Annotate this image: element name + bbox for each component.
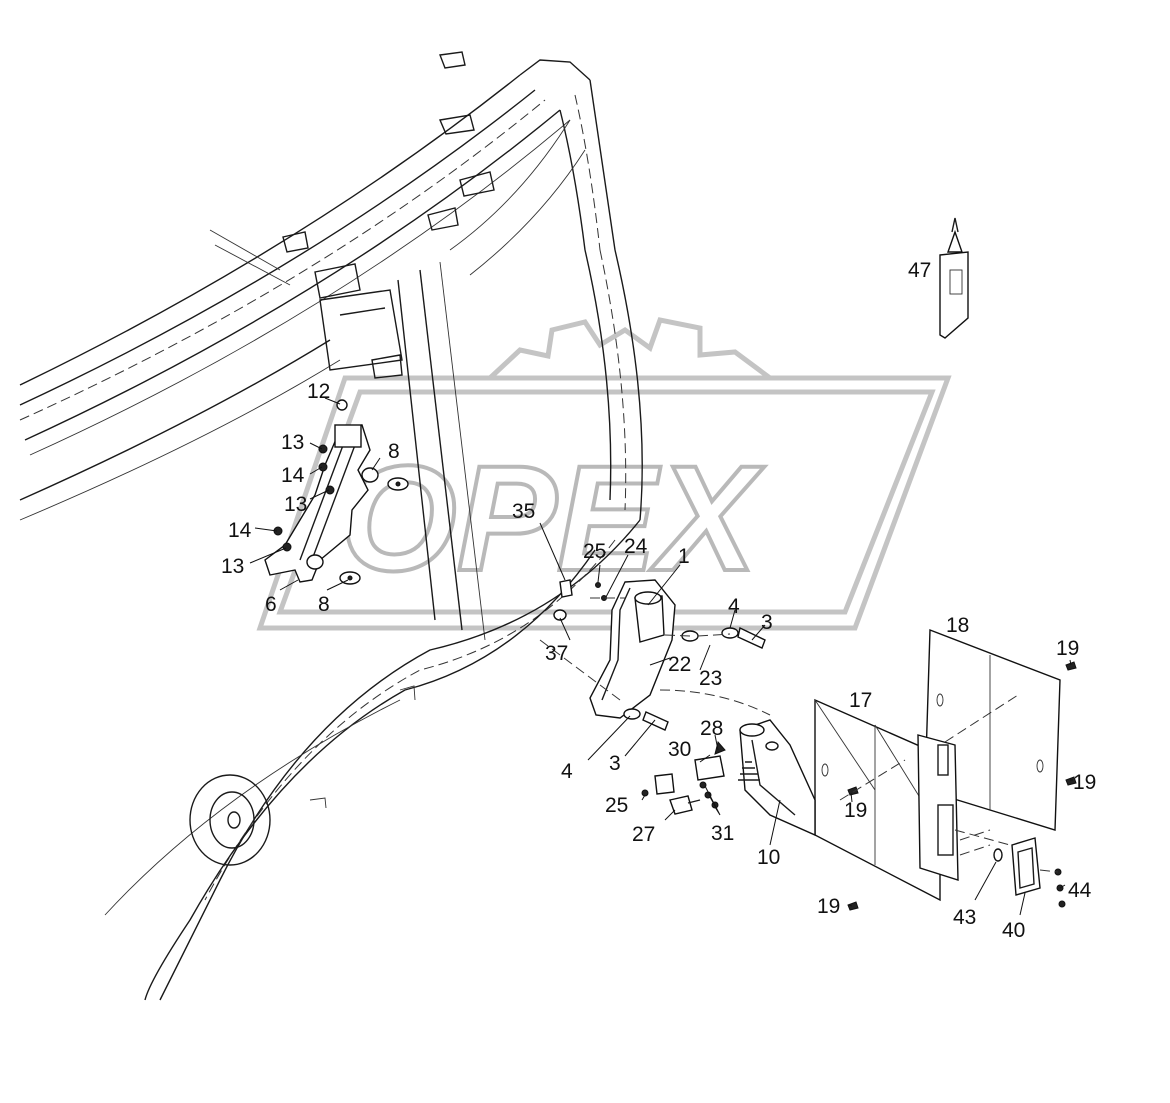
center-mount-assembly [539,579,771,731]
callout-17: 17 [849,689,872,712]
callout-18: 18 [946,614,969,637]
watermark-text: OPEX [340,434,765,602]
callout-37: 37 [545,642,568,665]
sealant-tube-47 [939,217,969,339]
right-hand-assembly [641,628,1077,911]
callout-24: 24 [624,535,648,558]
callout-47: 47 [908,259,931,282]
callout-19: 19 [817,895,840,918]
callout-22: 22 [668,653,691,676]
callout-19: 19 [1073,771,1096,794]
callout-14: 14 [228,519,252,542]
callout-10: 10 [757,846,780,869]
callout-19: 19 [844,799,867,822]
callout-13: 13 [221,555,244,578]
callout-4: 4 [728,595,740,618]
callout-28: 28 [700,717,723,740]
callout-14: 14 [281,464,305,487]
callout-23: 23 [699,667,722,690]
callout-40: 40 [1002,919,1025,942]
callout-30: 30 [668,738,691,761]
callout-43: 43 [953,906,976,929]
callout-1: 1 [678,545,690,568]
callout-8: 8 [388,440,400,463]
cab-frame [19,51,643,1001]
callout-25: 25 [605,794,628,817]
callout-27: 27 [632,823,655,846]
opex-watermark-logo: OPEX [256,317,952,631]
callout-4: 4 [561,760,573,783]
leader-lines [249,397,1073,916]
callout-12: 12 [307,380,330,403]
callout-6: 6 [265,593,277,616]
callout-13: 13 [281,431,304,454]
callout-8: 8 [318,593,330,616]
callout-labels: 47 12 13 14 13 8 14 13 6 8 35 25 24 1 4 … [221,259,1096,942]
callout-25: 25 [583,540,606,563]
callout-35: 35 [512,500,535,523]
callout-44: 44 [1068,879,1092,902]
callout-3: 3 [609,752,621,775]
callout-13: 13 [284,493,307,516]
callout-3: 3 [761,611,773,634]
callout-19: 19 [1056,637,1079,660]
callout-31: 31 [711,822,734,845]
